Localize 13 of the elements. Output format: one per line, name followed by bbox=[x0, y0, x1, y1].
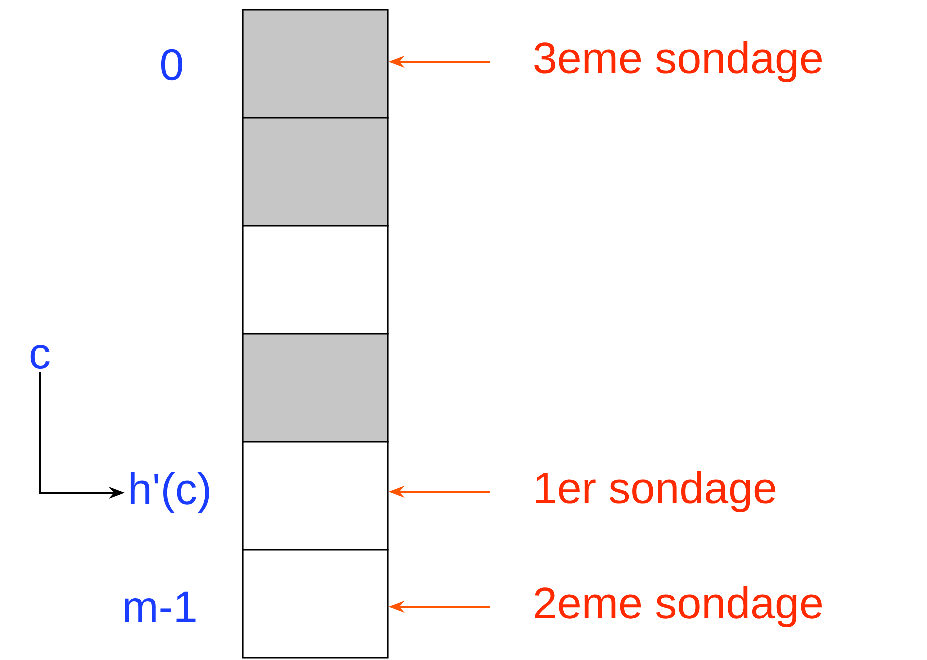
index-label: m-1 bbox=[125, 592, 196, 622]
index-label: 0 bbox=[161, 49, 183, 81]
probe-label: 1er sondage bbox=[536, 471, 776, 512]
table-cell bbox=[242, 225, 389, 335]
table-cell bbox=[242, 549, 389, 659]
key-label: c bbox=[30, 344, 50, 370]
key-label: h'(c) bbox=[130, 472, 210, 514]
shaded-cell bbox=[242, 117, 389, 227]
probe-label: 2eme sondage bbox=[535, 586, 822, 628]
shaded-cell bbox=[242, 333, 389, 443]
table-cell bbox=[242, 441, 389, 551]
probe-label: 3eme sondage bbox=[534, 41, 822, 82]
shaded-cell bbox=[242, 9, 389, 119]
